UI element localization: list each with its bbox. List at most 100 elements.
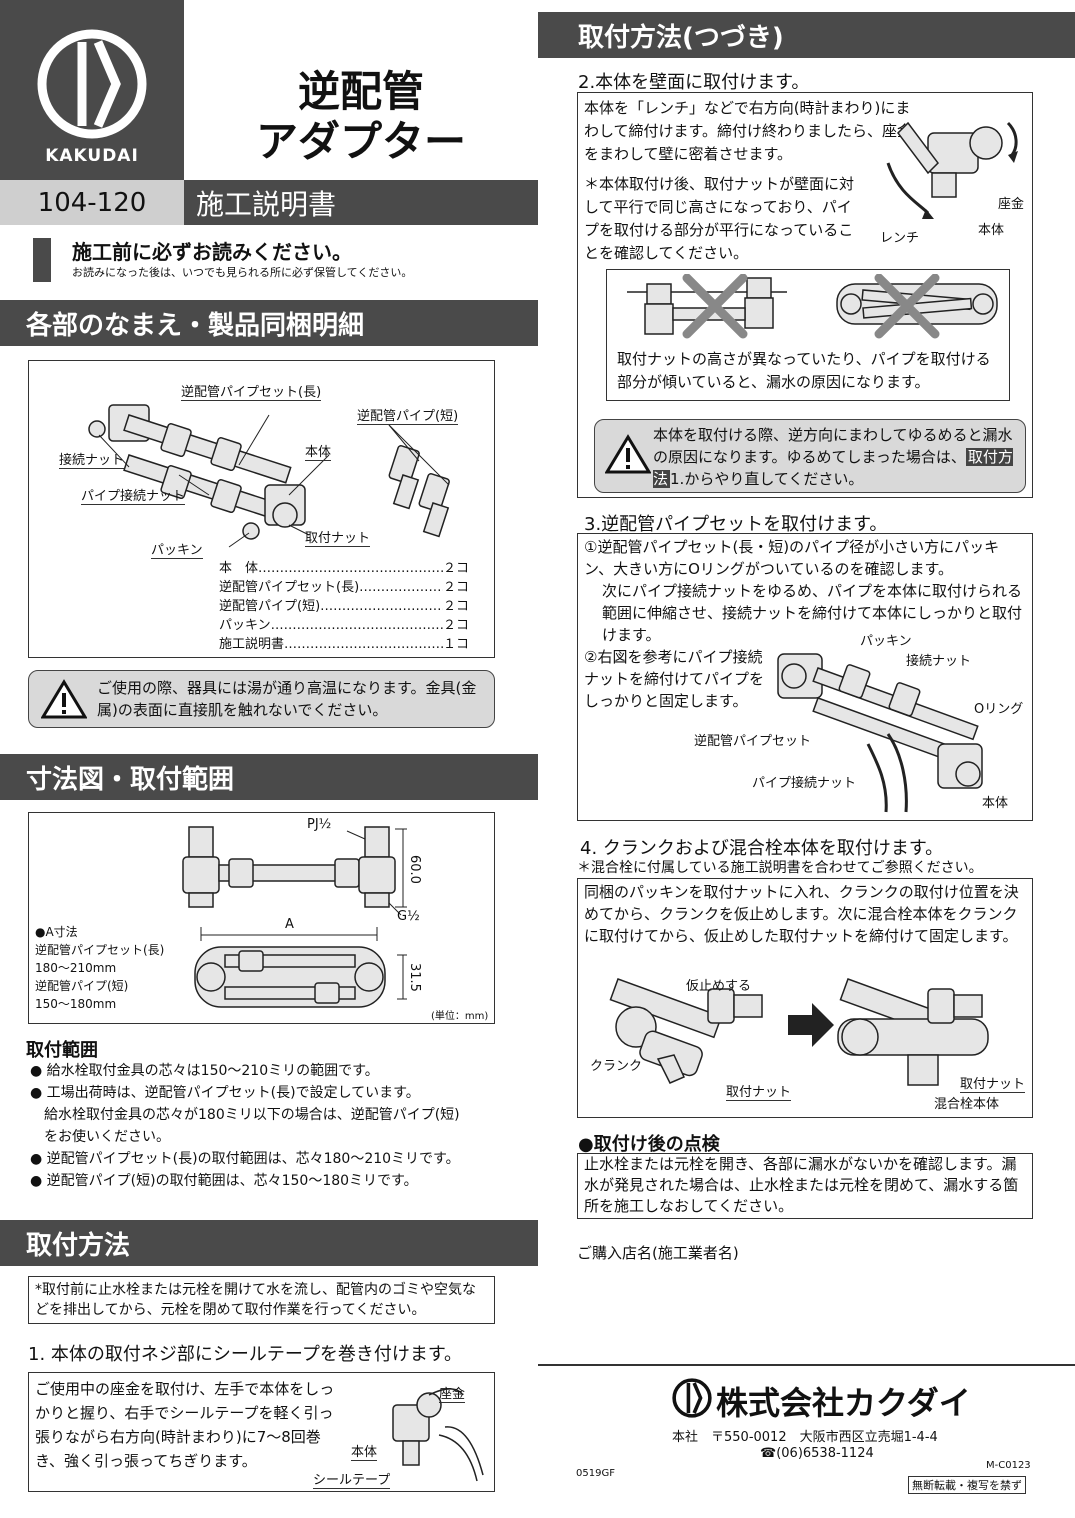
pipe-set-illustration <box>777 653 983 813</box>
label-body: 本体 <box>305 441 332 461</box>
step1-label-zagane: 座金 <box>439 1383 466 1403</box>
step4-label-mixer: 混合栓本体 <box>934 1097 1000 1112</box>
label-connect-nut: 接続ナット <box>59 449 125 469</box>
step3-title: 3.逆配管パイプセットを取付けます。 <box>584 514 888 535</box>
product-title-2: アダプター <box>255 117 466 166</box>
dim-unit: (単位：mm) <box>431 1011 489 1022</box>
bad-example-illustration <box>627 274 998 339</box>
label-mount-nut: 取付ナット <box>305 527 371 547</box>
hot-warning-text: ご使用の際、器具には湯が通り高温になります。金具(金属)の表面に直接肌を触れない… <box>97 679 477 719</box>
parts-illustration <box>88 404 450 548</box>
seal-tape-illustration <box>392 1388 484 1482</box>
step3-box: ①逆配管パイプセット(長・短)のパイプ径が小さい方にパッキン、大きい方にOリング… <box>577 533 1033 821</box>
warning-icon <box>41 679 87 719</box>
step3-label-packing: パッキン <box>860 634 912 649</box>
company-address: 本社 〒550-0012 大阪市西区立売堀1-4-4 <box>672 1430 938 1445</box>
step3-p1b: 次にパイプ接続ナットをゆるめ、パイプを本体に取付けられる範囲に伸縮させ、接続ナッ… <box>602 582 1023 644</box>
a-short: 逆配管パイプ(短) <box>35 979 129 993</box>
notice-bar <box>33 238 51 282</box>
shop-label: ご購入店名(施工業者名) <box>577 1244 739 1262</box>
a-title: ●A寸法 <box>35 925 78 939</box>
doc-type: 施工説明書 <box>184 180 538 225</box>
product-title-1: 逆配管 <box>297 67 424 116</box>
model-number: 104-120 <box>0 180 184 225</box>
dim-315: 31.5 <box>407 963 422 992</box>
parts-item: 施工説明書……………………………………………１コ <box>219 637 469 652</box>
kakudai-logo-icon <box>37 29 147 139</box>
step4-label-crank: クランク <box>590 1059 643 1074</box>
step2-bad-text: 取付ナットの高さが異なっていたり、パイプを取付ける部分が傾いていると、漏水の原因… <box>617 350 991 391</box>
section-dim-title: 寸法図・取付範囲 <box>0 754 538 800</box>
step1-label-body: 本体 <box>351 1441 378 1461</box>
step2-label-wrench: レンチ <box>880 231 920 246</box>
range-list: ● 給水栓取付金具の芯々は150〜210ミリの範囲です。 ● 工場出荷時は、逆配… <box>30 1060 510 1192</box>
kakudai-logo-icon <box>672 1378 712 1418</box>
step1-text: ご使用中の座金を取付け、左手で本体をしっかりと握り、右手でシールテープを軽く引っ… <box>35 1380 335 1470</box>
range-item: ● 給水栓取付金具の芯々は150〜210ミリの範囲です。 <box>30 1063 379 1079</box>
wrench-illustration <box>886 121 1018 219</box>
notice-main: 施工前に必ずお読みください。 <box>72 240 352 264</box>
a-dimension-notes: ●A寸法 逆配管パイプセット(長) 180〜210mm 逆配管パイプ(短) 15… <box>35 923 164 1013</box>
parts-item: 本 体……………………………………………２コ <box>219 561 469 576</box>
a-short-range: 150〜180mm <box>35 997 117 1011</box>
company-name: 株式会社カクダイ <box>716 1384 971 1422</box>
step4-note: ＊混合栓に付属している施工説明書を合わせてご参照ください。 <box>577 860 983 876</box>
a-long-range: 180〜210mm <box>35 961 117 975</box>
reverse-warning-text: 本体を取付ける際、逆方向にまわしてゆるめると漏水の原因になります。ゆるめてしまっ… <box>653 426 1013 488</box>
doc-code-1: M-C0123 <box>986 1460 1031 1471</box>
parts-item: パッキン……………………………………………２コ <box>219 618 469 633</box>
brand-block: KAKUDAI <box>0 0 184 180</box>
notice-sub: お読みになった後は、いつでも見られる所に必ず保管してください。 <box>72 266 413 279</box>
crank-mixer-illustration <box>609 978 989 1086</box>
range-item: ● 逆配管パイプセット(長)の取付範囲は、芯々180〜210ミリです。 <box>30 1151 460 1167</box>
step3-label-connect-nut: 接続ナット <box>906 654 972 669</box>
label-pipe-connect-nut: パイプ接続ナット <box>81 485 186 505</box>
hot-warning: ご使用の際、器具には湯が通り高温になります。金具(金属)の表面に直接肌を触れない… <box>28 670 495 728</box>
step3-label-pipe-nut: パイプ接続ナット <box>752 776 857 791</box>
step2-title: 2.本体を壁面に取付けます。 <box>578 72 810 93</box>
range-item: ● 逆配管パイプ(短)の取付範囲は、芯々150〜180ミリです。 <box>30 1173 418 1189</box>
label-packing: パッキン <box>151 539 203 559</box>
label-pipe-set-long: 逆配管パイプセット(長) <box>181 381 322 401</box>
pre-note-box: *取付前に止水栓または元栓を開けて水を流し、配管内のゴミや空気などを排出してから… <box>28 1276 495 1324</box>
step2-box: 本体を「レンチ」などで右方向(時計まわり)にまわして締付けます。締付け終わりまし… <box>577 92 1033 498</box>
step4-text: 同梱のパッキンを取付ナットに入れ、クランクの取付け位置を決めてから、クランクを仮… <box>584 883 1019 945</box>
dim-pj: PJ½ <box>307 817 332 832</box>
step2-text: 本体を「レンチ」などで右方向(時計まわり)にまわして締付けます。締付け終わりまし… <box>584 99 913 163</box>
range-item: ● 工場出荷時は、逆配管パイプセット(長)で設定しています。 <box>30 1085 420 1101</box>
parts-box: 逆配管パイプセット(長) 逆配管パイプ(短) 本体 接続ナット パイプ接続ナット… <box>28 360 495 658</box>
brand-name: KAKUDAI <box>45 146 139 166</box>
check-title: ●取付け後の点検 <box>578 1134 720 1155</box>
step4-label-temp: 仮止めする <box>686 979 752 994</box>
footer-divider <box>538 1364 1075 1366</box>
step3-label-oring: Oリング <box>974 702 1024 717</box>
dimension-drawing <box>182 826 407 1008</box>
label-pipe-short: 逆配管パイプ(短) <box>357 405 459 425</box>
dim-a: A <box>285 917 294 932</box>
parts-item: 逆配管パイプセット(長)……………………………………………２コ <box>219 580 469 595</box>
step2-label-body: 本体 <box>978 223 1005 238</box>
company-tel: ☎(06)6538-1124 <box>760 1446 874 1461</box>
step1-title: 1. 本体の取付ネジ部にシールテープを巻き付けます。 <box>28 1344 463 1365</box>
range-title: 取付範囲 <box>26 1040 98 1061</box>
step4-label-nut2: 取付ナット <box>960 1073 1026 1093</box>
reverse-warning: 本体を取付ける際、逆方向にまわしてゆるめると漏水の原因になります。ゆるめてしまっ… <box>594 419 1026 493</box>
step4-box: 同梱のパッキンを取付ナットに入れ、クランクの取付け位置を決めてから、クランクを仮… <box>577 878 1033 1118</box>
step3-p2: ②右図を参考にパイプ接続ナットを締付けてパイプをしっかりと固定します。 <box>584 648 765 710</box>
step2-note: ＊本体取付け後、取付ナットが壁面に対して平行で同じ高さになっており、パイプを取付… <box>584 175 855 262</box>
step1-label-tape: シールテープ <box>313 1469 391 1489</box>
parts-list: 本 体……………………………………………２コ 逆配管パイプセット(長)……………… <box>219 559 469 654</box>
section-install-title: 取付方法 <box>0 1220 538 1266</box>
dim-box: PJ½ 60.0 G½ A 31.5 (単位：mm) ●A寸法 逆配管パイプセッ… <box>28 812 495 1024</box>
step1-box: ご使用中の座金を取付け、左手で本体をしっかりと握り、右手でシールテープを軽く引っ… <box>28 1372 495 1492</box>
step4-title: 4. クランクおよび混合栓本体を取付けます。 <box>580 838 944 859</box>
range-item: をお使いください。 <box>44 1129 170 1145</box>
section-parts-title: 各部のなまえ・製品同梱明細 <box>0 300 538 346</box>
dim-g: G½ <box>397 909 420 924</box>
copyright-notice: 無断転載・複写を禁ず <box>908 1476 1026 1494</box>
dim-600: 60.0 <box>407 855 422 884</box>
step3-p1: ①逆配管パイプセット(長・短)のパイプ径が小さい方にパッキン、大きい方にOリング… <box>584 538 1000 578</box>
step4-label-nut1: 取付ナット <box>726 1081 792 1101</box>
doc-code-2: 0519GF <box>576 1468 615 1479</box>
range-item: 給水栓取付金具の芯々が180ミリ以下の場合は、逆配管パイプ(短) <box>44 1107 460 1123</box>
